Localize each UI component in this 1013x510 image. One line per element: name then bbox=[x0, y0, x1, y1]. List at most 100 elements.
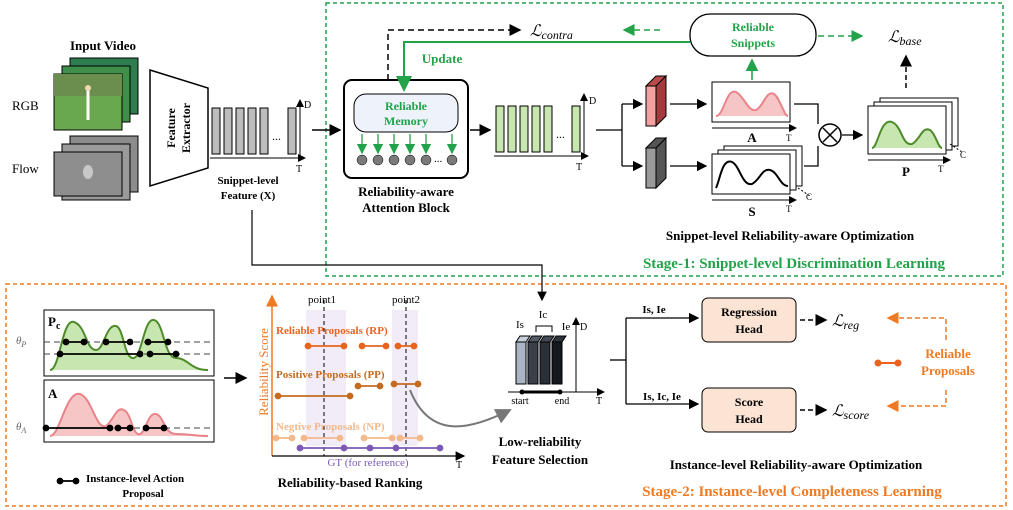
reliable-snippets-box bbox=[689, 13, 817, 57]
a2-plot-curve bbox=[49, 392, 209, 437]
rp-label: Reliable Proposals (RP) bbox=[276, 325, 388, 337]
update-arrow bbox=[396, 41, 690, 92]
extractor-label-1: Feature bbox=[164, 107, 178, 147]
np-label: Negtive Proposals (NP) bbox=[276, 421, 385, 433]
stage1-title: Stage-1: Snippet-level Discrimination Le… bbox=[643, 256, 946, 272]
reliable-snippets-label-2: Snippets bbox=[731, 36, 775, 50]
a-plot-area bbox=[716, 91, 788, 116]
regression-head-label-2: Head bbox=[735, 322, 763, 336]
ie-label: Ie bbox=[562, 321, 571, 333]
reliable-snippets-label-1: Reliable bbox=[732, 20, 775, 34]
s-plot-c-tick bbox=[797, 187, 811, 197]
theta-p-label: θP bbox=[16, 335, 26, 349]
rgb-frames bbox=[53, 57, 139, 131]
ranking-caption: Reliability-based Ranking bbox=[278, 475, 423, 490]
gt-segments bbox=[296, 444, 444, 452]
selection-caption-2: Feature Selection bbox=[492, 452, 589, 467]
selection-start-dot bbox=[519, 389, 525, 395]
selection-start-label: start bbox=[511, 396, 528, 407]
pc-proposals bbox=[56, 338, 180, 358]
point2-label: point2 bbox=[392, 294, 420, 306]
extractor-label-2: Extractor bbox=[179, 102, 193, 153]
a-to-mult bbox=[794, 103, 819, 124]
pp-label: Positive Proposals (PP) bbox=[276, 369, 385, 381]
update-label: Update bbox=[422, 51, 463, 66]
p-plot-c-label: C bbox=[960, 150, 966, 160]
proposal-legend-icon bbox=[56, 477, 80, 485]
theta-a-label: θA bbox=[16, 421, 26, 435]
pc-plot-area bbox=[50, 319, 208, 370]
snippet-t-label: T bbox=[296, 164, 302, 175]
stage1-optimization-caption: Snippet-level Reliability-aware Optimiza… bbox=[666, 228, 915, 243]
a-plot-label: A bbox=[747, 130, 757, 145]
snippet-d-label: D bbox=[304, 100, 311, 111]
selection-end-dot bbox=[557, 389, 563, 395]
ic-bracket bbox=[535, 325, 553, 332]
selection-d-label: D bbox=[580, 322, 587, 333]
a-plot-t-label: T bbox=[786, 133, 792, 143]
rgb-label: RGB bbox=[12, 98, 39, 113]
s-plot-c-label: C bbox=[806, 192, 812, 202]
proposal-legend-2: Proposal bbox=[122, 488, 163, 500]
gt-label: GT (for reference) bbox=[327, 457, 408, 469]
ranking-y-label: Reliability Score bbox=[256, 328, 271, 416]
score-head bbox=[701, 387, 797, 433]
arrow-feature-to-selection bbox=[251, 210, 547, 302]
multiply-cross-2 bbox=[822, 127, 838, 143]
enhanced-t-label: T bbox=[576, 162, 582, 173]
a2-label: A bbox=[48, 386, 58, 401]
rp-proposals bbox=[304, 342, 418, 350]
regression-head bbox=[701, 297, 797, 343]
s-plot-frame bbox=[711, 153, 791, 195]
p-plot-c-tick bbox=[949, 143, 963, 153]
a-plot-curve bbox=[715, 90, 789, 117]
loss-reg: ℒreg bbox=[832, 313, 859, 332]
point1-band bbox=[306, 310, 346, 446]
point1-label: point1 bbox=[308, 294, 336, 306]
s-plot-curve bbox=[715, 160, 789, 189]
stage2-title: Stage-2: Instance-level Completeness Lea… bbox=[642, 484, 942, 500]
s-plot-t-label: T bbox=[786, 204, 792, 214]
score-head-label-1: Score bbox=[735, 395, 764, 409]
flow-frames bbox=[53, 135, 139, 201]
stage1-frame bbox=[325, 2, 1004, 277]
enhanced-ellipsis: ... bbox=[556, 127, 565, 141]
loss-score: ℒscore bbox=[832, 403, 870, 422]
classifier-s-cube bbox=[644, 136, 668, 190]
proposal-legend-1: Instance-level Action bbox=[86, 473, 184, 485]
snippet-ellipsis: ... bbox=[272, 129, 281, 143]
memory-nodes bbox=[356, 154, 458, 166]
stage2-optimization-caption: Instance-level Reliability-aware Optimiz… bbox=[670, 457, 923, 472]
reliable-memory-box bbox=[353, 93, 459, 133]
point2-band bbox=[392, 310, 418, 446]
snippet-feature-blocks bbox=[211, 107, 297, 155]
s-plot-label: S bbox=[748, 204, 755, 219]
proposals-to-score-arrow bbox=[886, 390, 947, 412]
np-proposals bbox=[272, 434, 424, 442]
pc-label: Pc bbox=[48, 314, 61, 332]
attention-label-1: Reliability-aware bbox=[358, 184, 454, 199]
proposals-to-reg-arrow bbox=[886, 312, 947, 340]
p-plot-label: P bbox=[902, 164, 910, 179]
snippet-feature-label-2: Feature (X) bbox=[221, 190, 276, 202]
np-to-selection-arrow bbox=[409, 389, 512, 428]
score-head-label-2: Head bbox=[735, 412, 763, 426]
pp-proposals bbox=[274, 380, 422, 400]
input-video-title: Input Video bbox=[70, 38, 136, 53]
ranking-t-label: T bbox=[456, 460, 462, 471]
p-plot-area bbox=[872, 121, 942, 148]
selection-end-label: end bbox=[555, 396, 569, 407]
reliable-proposals-icon bbox=[874, 359, 902, 367]
attention-label-2: Attention Block bbox=[362, 200, 451, 215]
stage2-frame bbox=[5, 283, 1007, 507]
selection-t-label: T bbox=[596, 396, 602, 407]
classifier-a-cube bbox=[644, 74, 668, 128]
is-label: Is bbox=[516, 319, 524, 331]
memory-arrows bbox=[356, 134, 458, 155]
loss-base: ℒbase bbox=[888, 29, 922, 48]
pc-plot-curve bbox=[49, 319, 209, 371]
a-proposals bbox=[42, 424, 168, 432]
enhanced-feature-blocks bbox=[495, 105, 581, 153]
